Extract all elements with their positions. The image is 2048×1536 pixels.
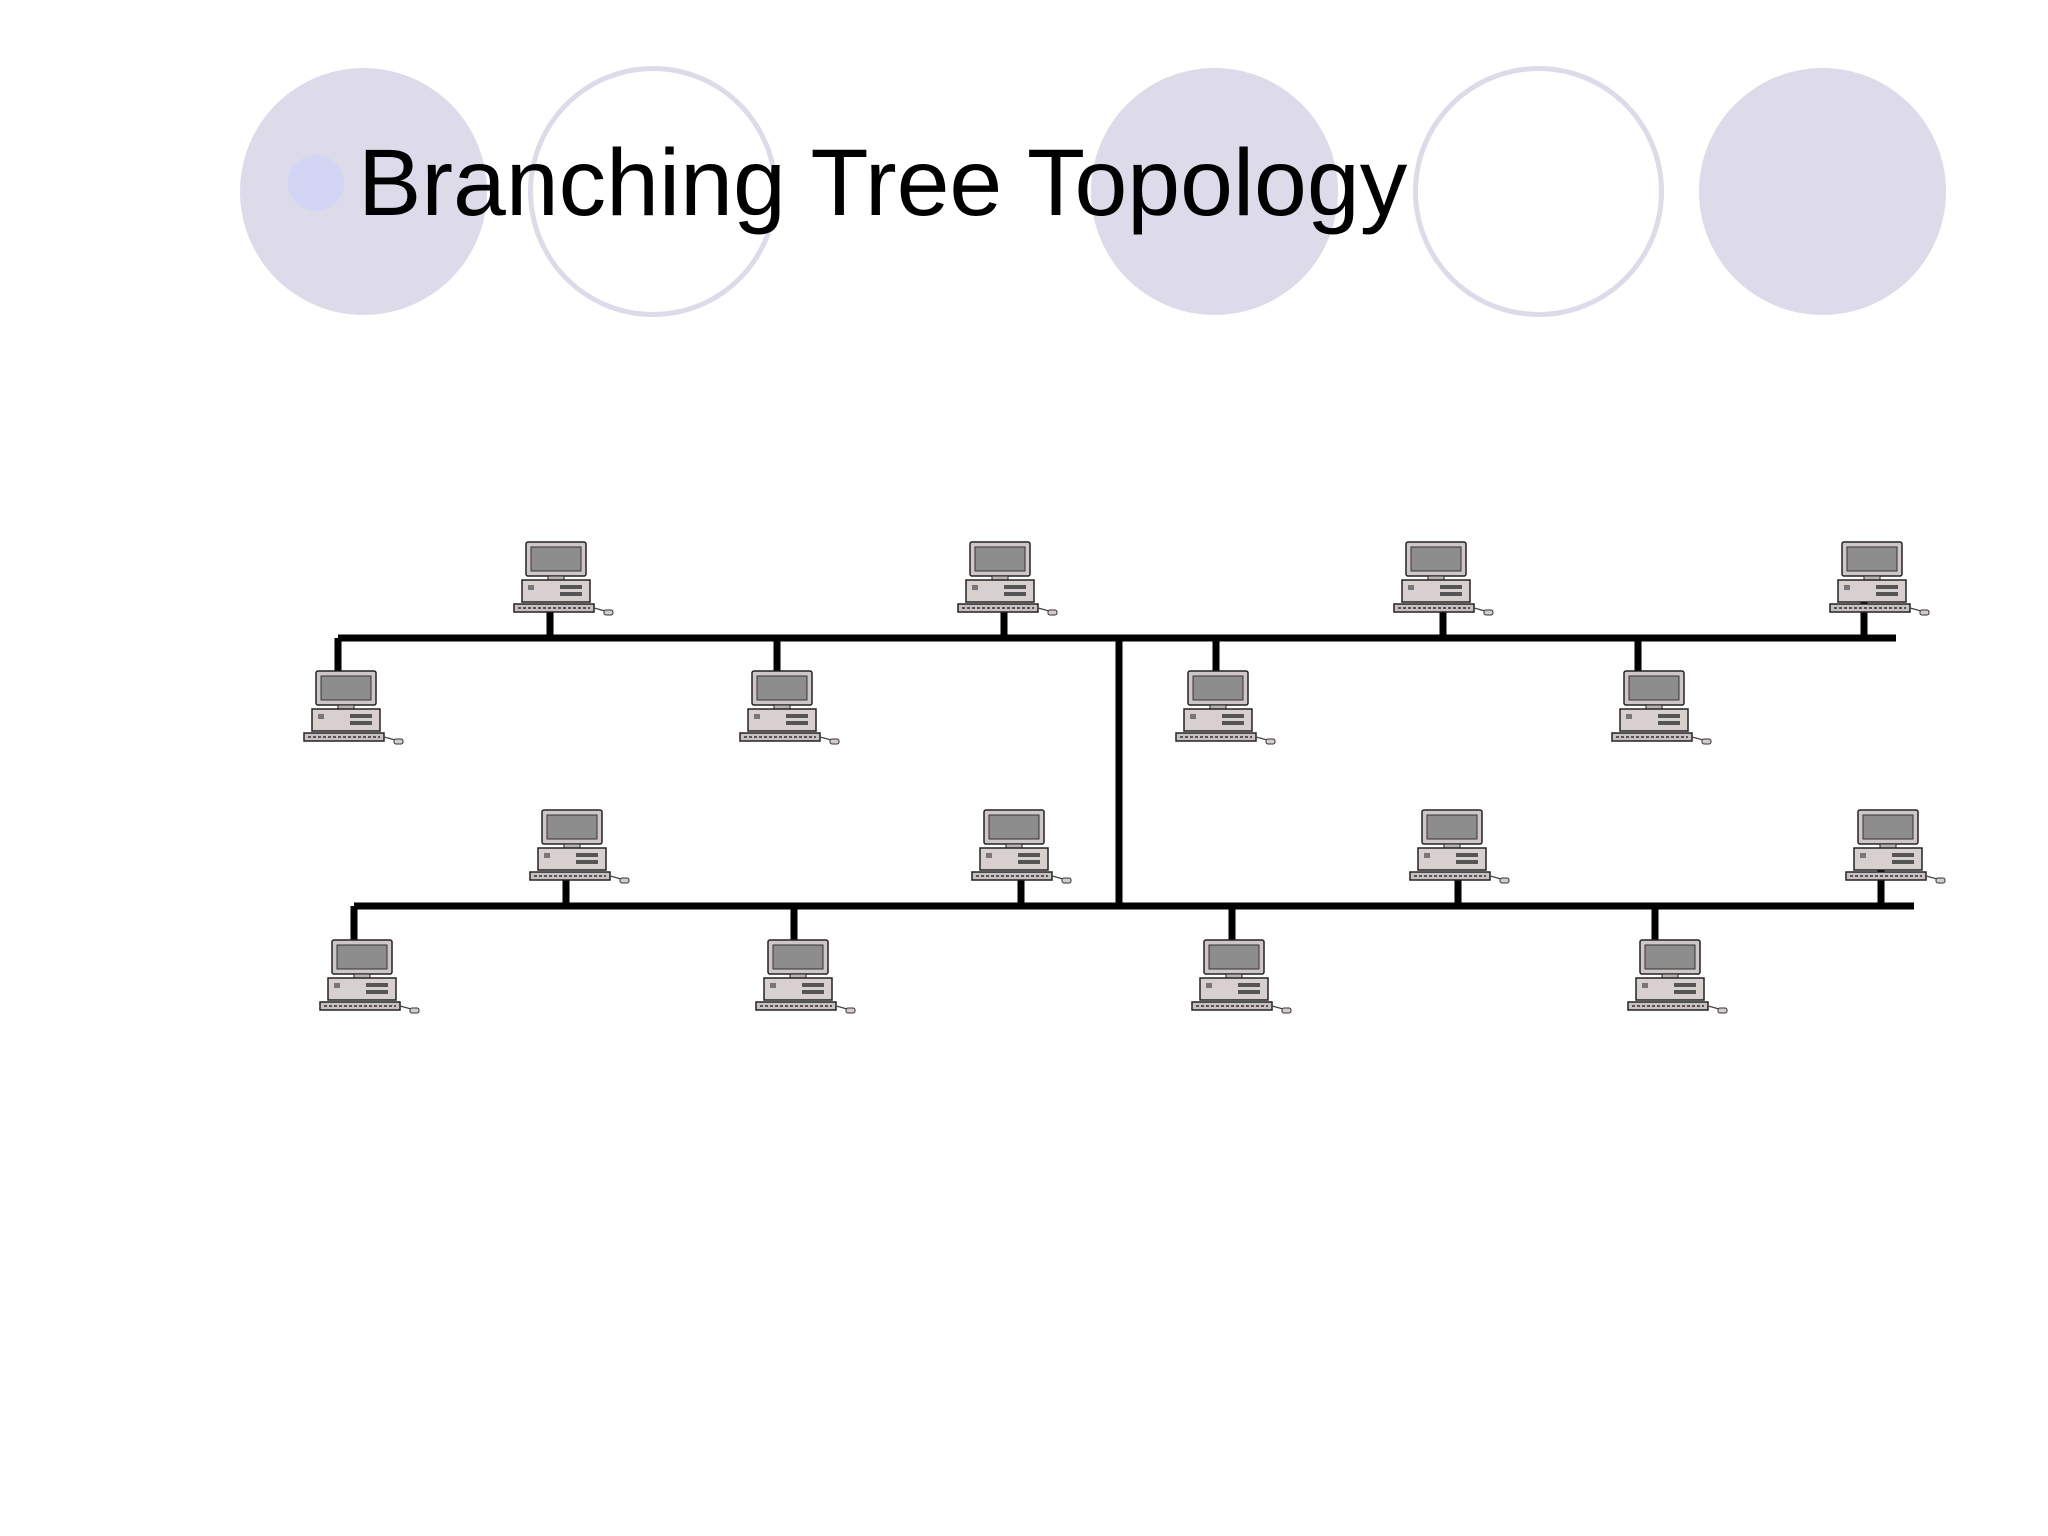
decor-circle-filled bbox=[1091, 68, 1338, 315]
computer-icon bbox=[971, 809, 1072, 884]
computer-icon bbox=[303, 670, 404, 745]
computer-icon bbox=[529, 809, 630, 884]
decor-circle-filled bbox=[240, 68, 487, 315]
title-row: Branching Tree Topology bbox=[288, 128, 1407, 238]
computer-icon bbox=[957, 541, 1058, 616]
computer-icon bbox=[755, 939, 856, 1014]
page-title: Branching Tree Topology bbox=[358, 129, 1408, 236]
computer-icon bbox=[1409, 809, 1510, 884]
decor-circle-outline bbox=[528, 66, 778, 317]
computer-icon bbox=[513, 541, 614, 616]
bullet-icon bbox=[288, 155, 344, 211]
computer-icon bbox=[1611, 670, 1712, 745]
computer-icon bbox=[1393, 541, 1494, 616]
computer-icon bbox=[319, 939, 420, 1014]
computer-icon bbox=[1829, 541, 1930, 616]
network-links bbox=[334, 600, 1914, 945]
computer-icon bbox=[1175, 670, 1276, 745]
decor-circle-outline bbox=[1413, 66, 1664, 317]
decor-circle-filled bbox=[1699, 68, 1946, 315]
computer-icon bbox=[739, 670, 840, 745]
diagram-panel bbox=[300, 520, 2000, 1536]
computer-icon bbox=[1627, 939, 1728, 1014]
computer-icon bbox=[1191, 939, 1292, 1014]
computer-icon bbox=[1845, 809, 1946, 884]
